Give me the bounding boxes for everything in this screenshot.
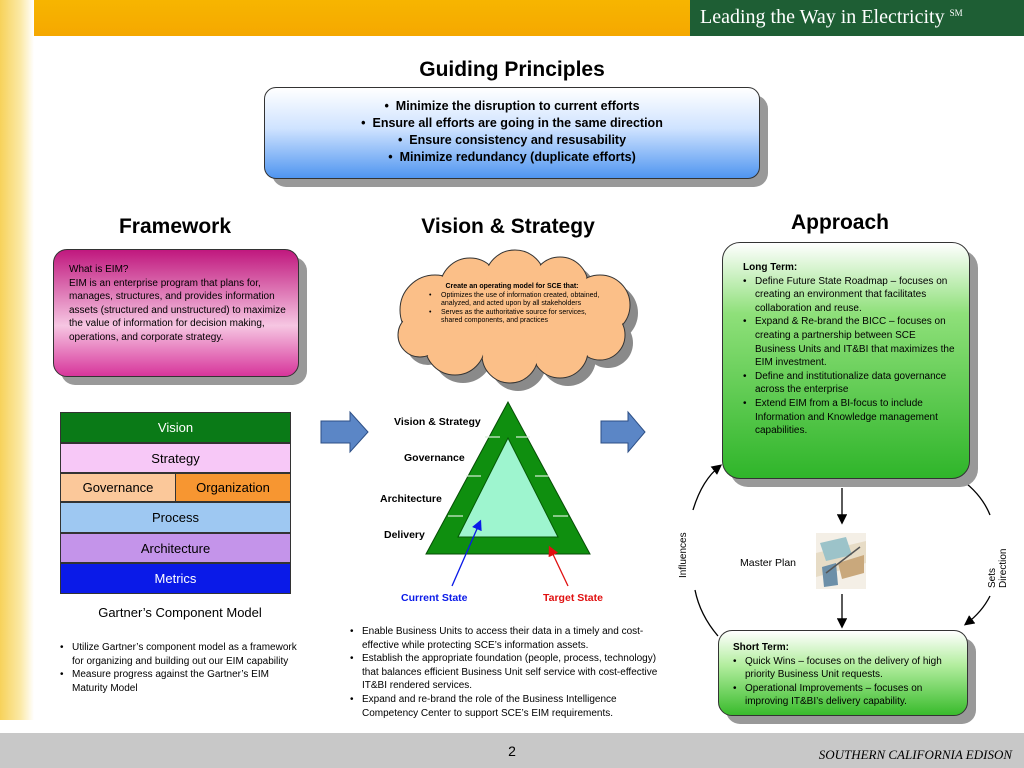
cloud-title: Create an operating model for SCE that: [445, 283, 579, 290]
eim-definition-box: What is EIM? EIM is an enterprise progra… [53, 249, 299, 377]
flow-arrow-left [320, 410, 369, 454]
list-item: Expand and re-brand the role of the Busi… [350, 693, 668, 720]
target-state-pointer [548, 545, 569, 587]
list-item: Operational Improvements – focuses on im… [733, 682, 957, 709]
service-mark: SM [949, 8, 963, 18]
layer-metrics: Metrics [60, 563, 291, 594]
list-item: Enable Business Units to access their da… [350, 625, 668, 652]
sets-direction-label: Sets Direction [987, 548, 1009, 588]
left-accent-stripe [0, 0, 34, 720]
triangle-label-vision-strategy: Vision & Strategy [394, 416, 481, 428]
principle-text: Minimize redundancy (duplicate efforts) [399, 150, 636, 164]
tagline-bar [690, 0, 1024, 36]
tagline-text: Leading the Way in Electricity [700, 6, 945, 28]
target-state-label: Target State [543, 592, 603, 604]
list-item: Quick Wins – focuses on the delivery of … [733, 655, 957, 682]
company-name: SOUTHERN CALIFORNIA EDISON [818, 747, 1012, 762]
flow-arrow-right [600, 410, 646, 454]
layer-process: Process [60, 502, 291, 533]
list-item: Define Future State Roadmap – focuses on… [743, 275, 955, 316]
list-item: Optimizes the use of information created… [429, 292, 604, 309]
principle-text: Ensure all efforts are going in the same… [372, 116, 663, 130]
current-state-label: Current State [401, 592, 468, 604]
header-bar [0, 0, 690, 36]
triangle-label-architecture: Architecture [380, 493, 442, 505]
triangle-label-governance: Governance [404, 452, 465, 464]
gartner-caption: Gartner’s Component Model [98, 605, 262, 620]
principle-text: Ensure consistency and resusability [409, 133, 627, 147]
list-item: Establish the appropriate foundation (pe… [350, 652, 668, 693]
footer-bar [0, 733, 1024, 768]
principle-text: Minimize the disruption to current effor… [395, 99, 640, 113]
principle-item: • Ensure consistency and resusability [397, 133, 627, 147]
triangle-label-delivery: Delivery [384, 529, 425, 541]
principles-box: • Minimize the disruption to current eff… [264, 87, 760, 179]
layer-architecture: Architecture [60, 533, 291, 563]
long-term-title: Long Term: [743, 262, 798, 273]
eim-definition: EIM is an enterprise program that plans … [69, 277, 286, 343]
influences-arrow-tail [694, 589, 719, 637]
vision-bullet-list: Enable Business Units to access their da… [350, 625, 668, 720]
long-term-list: Define Future State Roadmap – focuses on… [743, 275, 955, 438]
tagline: Leading the Way in Electricity SM [700, 6, 1016, 29]
list-item: Extend EIM from a BI-focus to include In… [743, 397, 955, 438]
vision-strategy-title: Vision & Strategy [421, 215, 595, 238]
list-item: Measure progress against the Gartner’s E… [60, 668, 300, 695]
layer-strategy: Strategy [60, 443, 291, 473]
list-item: Serves as the authoritative source for s… [429, 309, 604, 326]
list-item: Define and institutionalize data governa… [743, 370, 955, 397]
framework-bullet-list: Utilize Gartner’s component model as a f… [60, 641, 300, 695]
page-number: 2 [508, 743, 516, 759]
sets-direction-arrow [963, 595, 991, 626]
maturity-triangle-inner [457, 436, 559, 538]
long-term-box: Long Term: Define Future State Roadmap –… [722, 242, 970, 479]
influences-label: Influences [678, 532, 689, 578]
list-item: Expand & Re-brand the BICC – focuses on … [743, 315, 955, 369]
principle-item: • Ensure all efforts are going in the sa… [361, 116, 663, 130]
master-plan-image [816, 533, 866, 589]
layer-vision: Vision [60, 412, 291, 443]
framework-title: Framework [118, 215, 232, 238]
eim-question: What is EIM? [69, 264, 129, 275]
short-term-title: Short Term: [733, 642, 789, 653]
short-term-list: Quick Wins – focuses on the delivery of … [733, 655, 957, 709]
short-term-box: Short Term: Quick Wins – focuses on the … [718, 630, 968, 716]
cloud-bullet-list: Optimizes the use of information created… [420, 292, 604, 326]
list-item: Utilize Gartner’s component model as a f… [60, 641, 300, 668]
principle-item: • Minimize the disruption to current eff… [384, 99, 640, 113]
master-plan-label: Master Plan [740, 557, 797, 569]
principle-item: • Minimize redundancy (duplicate efforts… [388, 150, 636, 164]
influences-arrow [692, 464, 723, 511]
approach-title: Approach [790, 211, 889, 234]
layer-governance: Governance [60, 473, 176, 502]
guiding-principles-title: Guiding Principles [419, 58, 605, 81]
operating-model-cloud: Create an operating model for SCE that: … [420, 283, 604, 326]
current-state-pointer [451, 519, 482, 587]
layer-organization: Organization [175, 473, 291, 502]
